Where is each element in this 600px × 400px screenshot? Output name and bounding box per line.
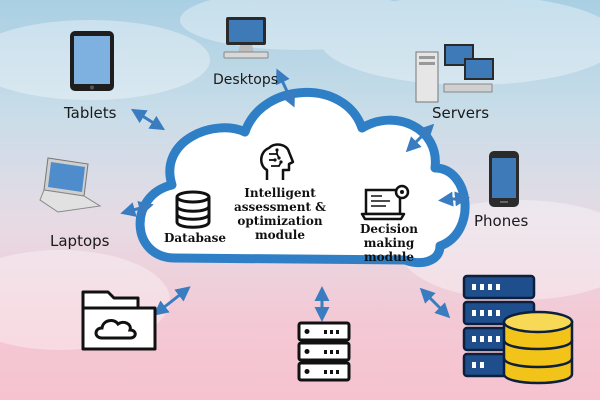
rack-server-icon [297,321,351,382]
label-laptops: Laptops [50,232,110,250]
database-storage-icon [462,274,574,385]
arrow-servers [405,123,435,153]
label-desktops: Desktops [213,72,279,88]
intelligent-line-2: assessment & [233,200,327,214]
decision-line-2: module [363,250,414,264]
arrow-tablets [130,108,166,131]
server-icon [415,44,494,103]
label-servers: Servers [432,104,490,122]
arrow-desktops [275,68,296,108]
database-icon [175,190,211,229]
label-intelligent-module: Intelligent assessment & optimization mo… [232,186,328,242]
brain-icon [260,143,295,180]
intelligent-line-4: module [254,228,305,242]
label-database: Database [163,231,227,245]
arrow-phones [438,191,470,207]
tablet-icon [70,31,114,91]
folder-cloud-icon [81,290,157,351]
arrow-storage [419,287,451,319]
intelligent-line-3: optimization [237,214,323,228]
label-decision-module: Decision making module [334,222,444,264]
decision-line-1: Decision making [360,222,418,250]
phone-icon [489,151,519,207]
laptop-gear-icon [360,184,410,221]
arrow-laptops [120,201,154,217]
label-tablets: Tablets [64,104,117,122]
desktop-icon [223,17,269,59]
arrow-folder [153,286,191,316]
intelligent-line-1: Intelligent [244,186,316,200]
laptop-icon [39,157,102,213]
label-phones: Phones [474,212,529,230]
